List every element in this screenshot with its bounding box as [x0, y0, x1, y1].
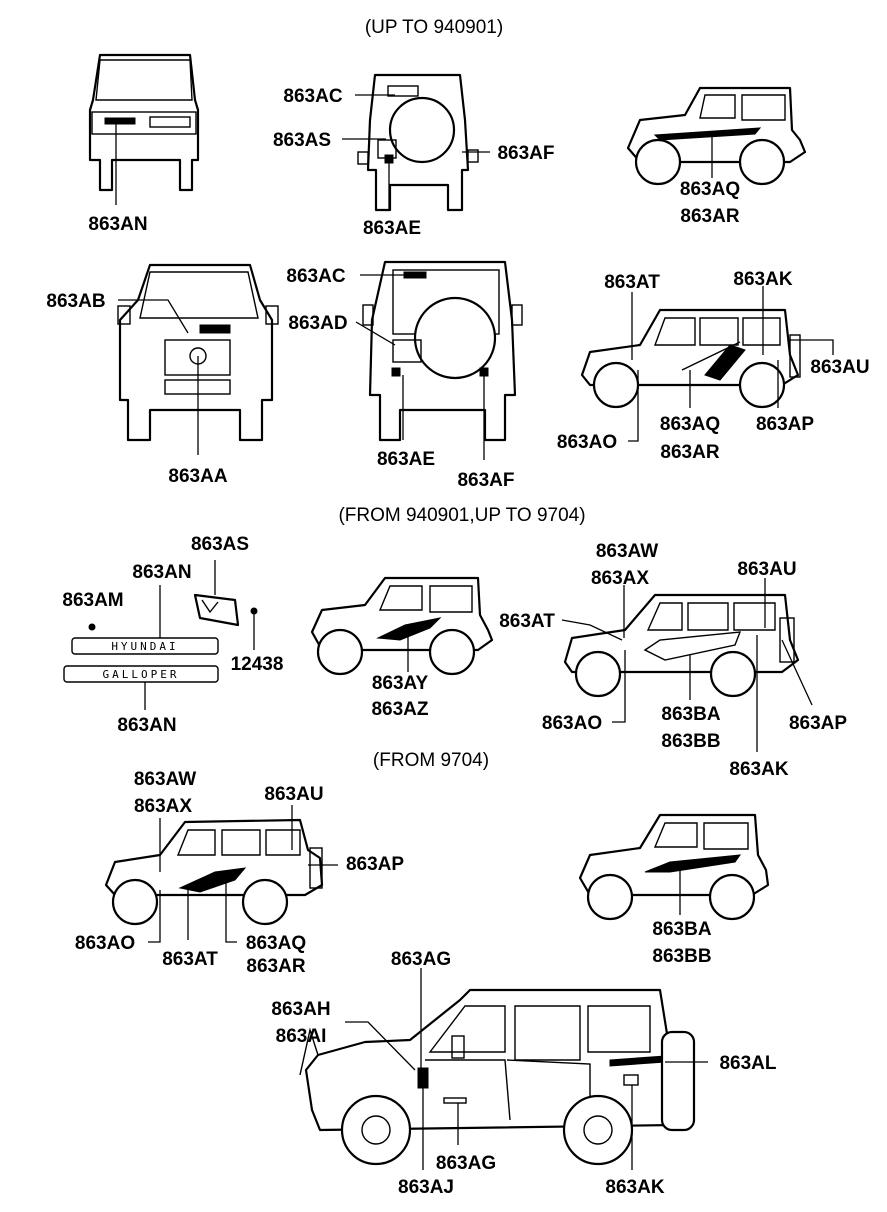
label-f-long-at: 863AT — [162, 949, 218, 970]
label-m-emb-12438: 12438 — [231, 654, 284, 675]
label-m-long-ak: 863AK — [729, 759, 788, 780]
label-s1-back-af: 863AF — [497, 143, 554, 164]
label-s2-back-af: 863AF — [457, 470, 514, 491]
label-s1-back-as: 863AS — [273, 130, 331, 151]
label-s1-side-ar: 863AR — [680, 206, 739, 227]
label-s2-front-aa: 863AA — [168, 466, 227, 487]
label-m-short-az: 863AZ — [371, 699, 428, 720]
label-f-long-ao: 863AO — [75, 933, 135, 954]
label-big-aj: 863AJ — [398, 1177, 454, 1198]
label-s2-back-ad: 863AD — [288, 313, 347, 334]
label-s2-side-ap: 863AP — [756, 414, 814, 435]
label-f-long-ax: 863AX — [134, 796, 192, 817]
label-s2-side-au: 863AU — [810, 357, 869, 378]
label-big-ag-top: 863AG — [391, 949, 451, 970]
vehicle-side-view-6 — [578, 813, 770, 921]
label-m-long-aw: 863AW — [596, 541, 658, 562]
leader-s2-side-au — [790, 339, 834, 355]
leader-m-long-ao — [612, 650, 626, 723]
label-big-al: 863AL — [719, 1053, 776, 1074]
label-s2-side-ar: 863AR — [660, 442, 719, 463]
section-title-mid: (FROM 940901,UP TO 9704) — [338, 505, 585, 526]
vehicle-back-view-1 — [357, 73, 479, 212]
label-m-long-ax: 863AX — [591, 568, 649, 589]
label-s2-side-ak: 863AK — [733, 269, 792, 290]
emblem-set: HYUNDAI GALLOPER — [63, 593, 258, 683]
label-f-long-aw: 863AW — [134, 769, 196, 790]
leader-f-long-ao — [148, 890, 161, 943]
label-s1-back-ac: 863AC — [283, 86, 342, 107]
vehicle-rear-view-1 — [88, 53, 200, 192]
leader-s2-back-ad — [355, 321, 396, 346]
vehicle-side-view-1 — [626, 86, 807, 186]
leader-m-long-ap — [781, 639, 813, 706]
label-s2-side-at: 863AT — [604, 272, 660, 293]
section-title-up-to: (UP TO 940901) — [365, 17, 503, 38]
label-s1-back-ae: 863AE — [363, 218, 421, 239]
label-m-long-bb: 863BB — [661, 731, 720, 752]
leader-m-long-at — [561, 619, 623, 641]
leader-f-long-aq — [225, 878, 237, 943]
label-s1-side-aq: 863AQ — [680, 179, 740, 200]
label-f-short-ba: 863BA — [652, 919, 711, 940]
label-s1-rear-an: 863AN — [88, 214, 147, 235]
label-big-ah: 863AH — [271, 999, 330, 1020]
label-f-short-bb: 863BB — [652, 946, 711, 967]
label-s2-back-ae: 863AE — [377, 449, 435, 470]
label-m-emb-an-top: 863AN — [132, 562, 191, 583]
label-s2-back-ac: 863AC — [286, 266, 345, 287]
vehicle-side-view-2 — [580, 308, 801, 409]
label-m-long-at: 863AT — [499, 611, 555, 632]
label-s2-side-ao: 863AO — [557, 432, 617, 453]
label-big-ai: 863AI — [276, 1026, 327, 1047]
label-m-long-ba: 863BA — [661, 704, 720, 725]
label-s2-front-ab: 863AB — [46, 291, 105, 312]
label-m-long-ao: 863AO — [542, 713, 602, 734]
label-f-long-aq: 863AQ — [246, 933, 306, 954]
vehicle-side-view-large — [299, 988, 696, 1166]
label-f-long-ap: 863AP — [346, 854, 404, 875]
label-m-short-ay: 863AY — [372, 673, 429, 694]
label-f-long-ar: 863AR — [246, 956, 305, 977]
label-f-long-au: 863AU — [264, 784, 323, 805]
label-m-long-au: 863AU — [737, 559, 796, 580]
leader-s2-side-ao — [628, 370, 639, 442]
leader-big-ah — [345, 1021, 416, 1071]
label-big-ak: 863AK — [605, 1177, 664, 1198]
leader-s2-front-ab — [118, 299, 189, 334]
vehicle-side-view-4 — [563, 593, 800, 698]
label-m-long-ap: 863AP — [789, 713, 847, 734]
vehicle-back-view-2 — [362, 260, 523, 442]
label-m-emb-as: 863AS — [191, 534, 249, 555]
section-title-from: (FROM 9704) — [373, 750, 489, 771]
emblem-brand-text: HYUNDAI — [111, 640, 178, 653]
vehicle-side-view-3 — [310, 576, 494, 676]
vehicle-side-view-5 — [104, 818, 324, 926]
label-m-emb-am: 863AM — [62, 590, 123, 611]
label-s2-side-aq: 863AQ — [660, 414, 720, 435]
label-big-ag-bot: 863AG — [436, 1153, 496, 1174]
label-m-emb-an-bot: 863AN — [117, 715, 176, 736]
emblem-model-text: GALLOPER — [103, 668, 180, 681]
